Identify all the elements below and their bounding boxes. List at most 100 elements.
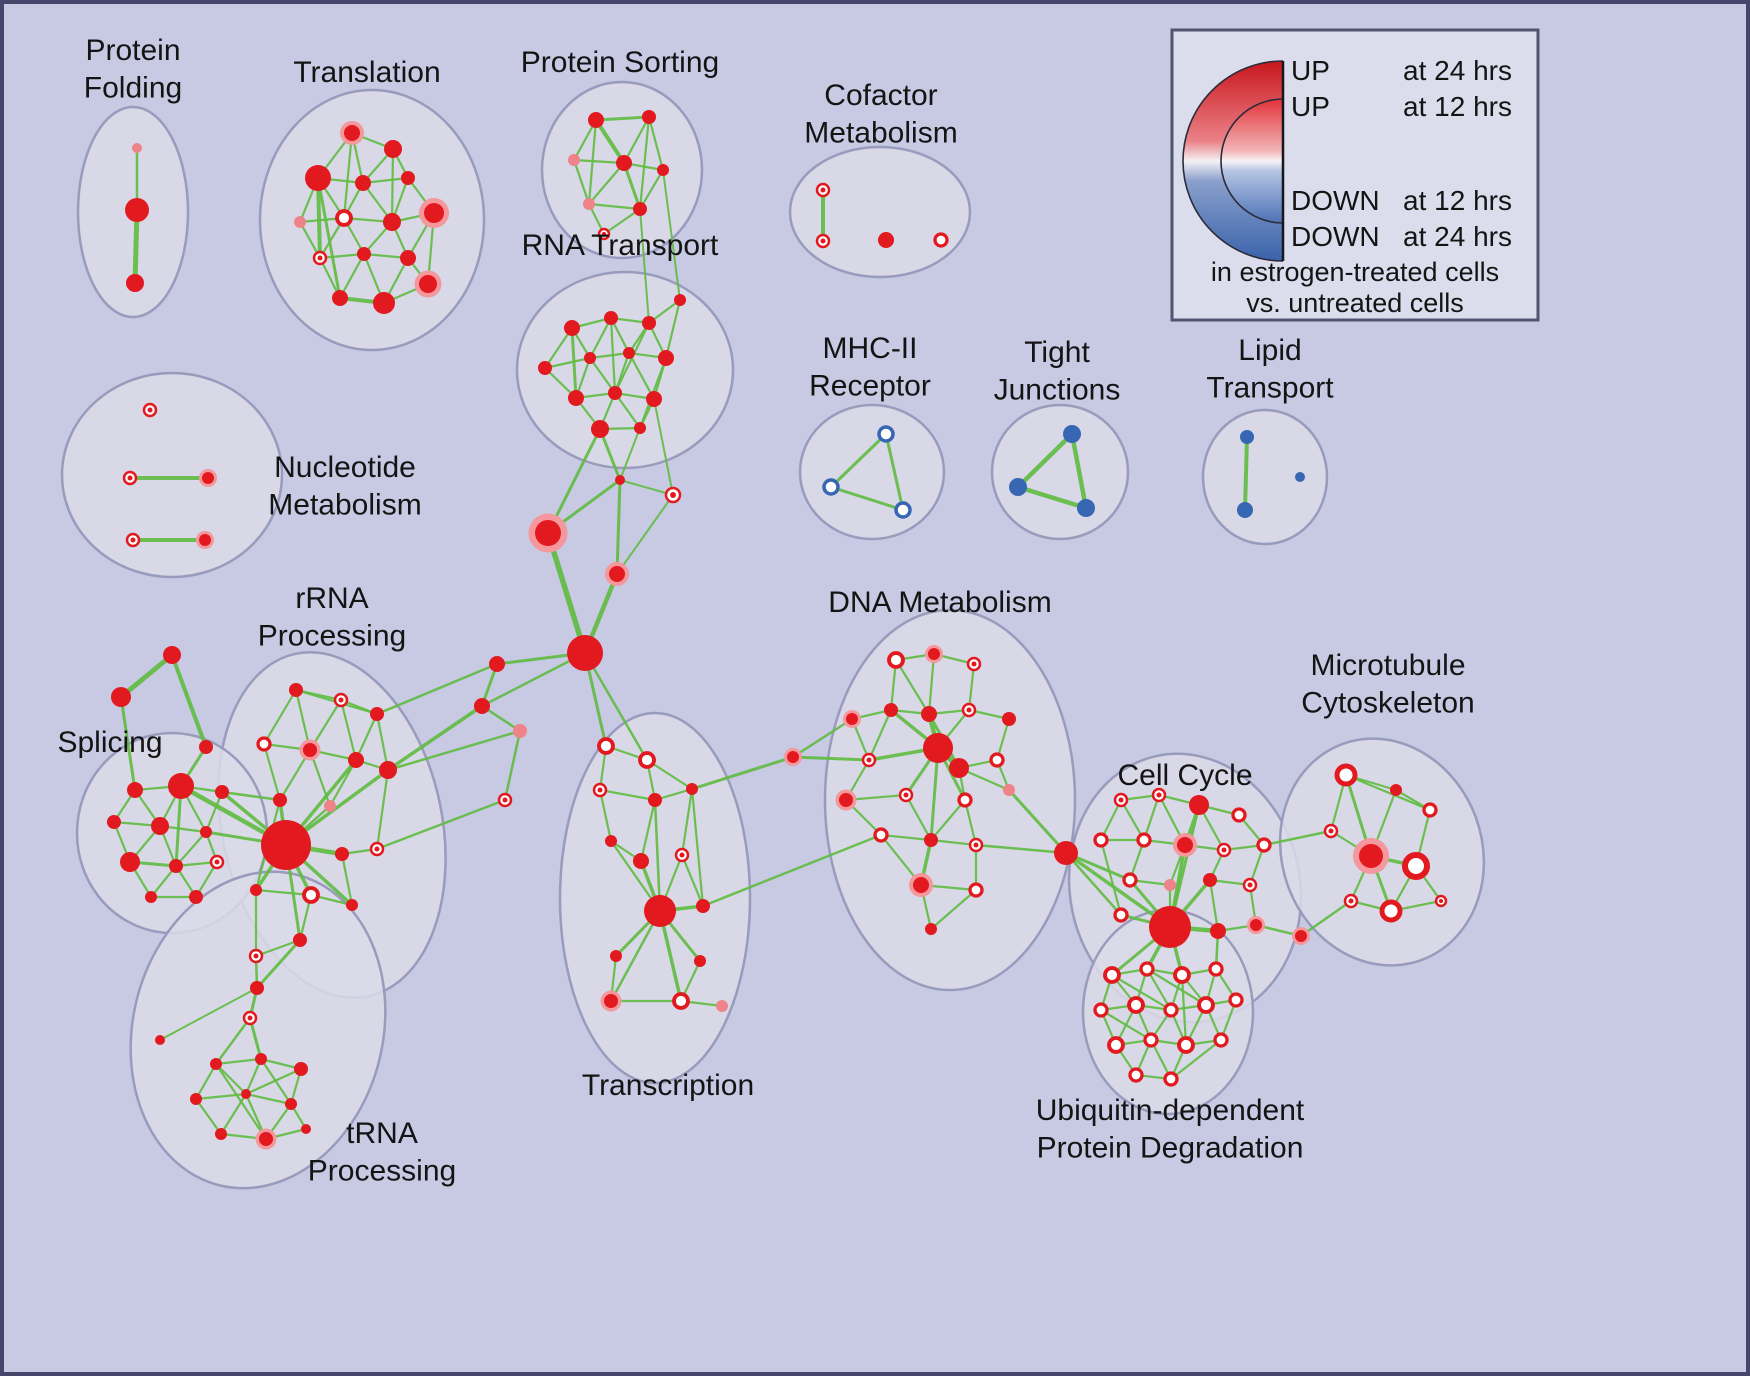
- cluster-cofactor-metabolism: [788, 145, 972, 279]
- label-line: Lipid: [1238, 334, 1301, 367]
- node-rr3: [370, 707, 384, 721]
- edge-tn6-tn8: [244, 1067, 303, 1096]
- node-dot-sp9: [214, 859, 220, 865]
- node-ub10: [1107, 1036, 1125, 1054]
- label-translation: Translation: [293, 56, 440, 89]
- label-rna-transport: RNA Transport: [522, 229, 719, 262]
- node-ub11: [1143, 1032, 1159, 1048]
- edge-dm16-cc10: [1007, 788, 1068, 855]
- node-ub7: [1163, 1002, 1179, 1018]
- node-rt12: [591, 420, 609, 438]
- node-mh1: [877, 425, 895, 443]
- node-tr4: [355, 175, 371, 191]
- node-cc12: [1164, 879, 1176, 891]
- edge-tn7-tn10: [194, 1097, 223, 1136]
- edge-ct7-rr7: [386, 704, 484, 772]
- node-ub12: [1177, 1036, 1195, 1054]
- edge-mh1-mh3: [884, 432, 905, 512]
- node-dot-dm10: [866, 757, 872, 763]
- node-dot-tn3: [247, 1015, 253, 1021]
- node-dot-dm19: [973, 842, 979, 848]
- edge-cc2-cc6: [1142, 793, 1161, 842]
- node-dot-ct9: [502, 797, 508, 803]
- node-nu3: [202, 472, 214, 484]
- node-dot-ct2: [670, 492, 676, 498]
- edge-cc10-cc17: [1064, 851, 1123, 917]
- node-tn8: [241, 1089, 251, 1099]
- node-ps4: [616, 155, 632, 171]
- edge-ps7-rt3: [639, 208, 650, 324]
- edge-dm19-cc10: [974, 843, 1068, 855]
- node-mt6: [1401, 851, 1431, 881]
- node-mh3: [894, 501, 912, 519]
- label-line: Cytoskeleton: [1301, 687, 1474, 720]
- edge-cc1-cc6: [1119, 798, 1146, 842]
- node-tc1: [597, 737, 615, 755]
- edge-ct2-ct4: [616, 494, 674, 575]
- node-rr9: [324, 800, 336, 812]
- node-ub4: [1208, 961, 1224, 977]
- label-line: Folding: [84, 72, 182, 105]
- node-tn5: [255, 1053, 267, 1065]
- node-sp7: [120, 852, 140, 872]
- node-cc7: [1177, 837, 1193, 853]
- edge-rr8-sp3: [220, 790, 282, 802]
- cluster-tight-junctions: [990, 403, 1130, 541]
- edge-tc5-tc10: [690, 787, 705, 908]
- edge-tc9-tc13: [609, 909, 662, 1003]
- node-pf2: [125, 198, 149, 222]
- label-line: Microtubule: [1310, 649, 1465, 682]
- edge-tn4-tn5: [214, 1057, 263, 1066]
- label-line: Receptor: [809, 370, 931, 403]
- node-tr8: [383, 213, 401, 231]
- edge-ub2-ub8: [1145, 967, 1208, 1007]
- edge-ub2-ub7: [1145, 967, 1173, 1012]
- label-line: Metabolism: [804, 117, 957, 150]
- node-tr3: [305, 165, 331, 191]
- edge-ps2-ps5: [647, 115, 665, 172]
- cluster-trna-processing: [129, 870, 387, 1190]
- node-rr5: [303, 743, 317, 757]
- edge-ct9-rr12: [375, 798, 507, 851]
- node-tc14: [672, 992, 690, 1010]
- node-mt1: [1334, 763, 1358, 787]
- node-tr14: [373, 292, 395, 314]
- cluster-mhc-ii-receptor: [798, 403, 946, 541]
- edge-tc5-ct10: [690, 755, 795, 791]
- node-sp11: [189, 890, 203, 904]
- node-cc16: [1210, 923, 1226, 939]
- edge-ps1-ps2: [594, 115, 651, 122]
- edge-ps3-ps6: [572, 158, 591, 206]
- node-tn12: [301, 1124, 311, 1134]
- node-dot-nu4: [130, 537, 136, 543]
- node-lp1: [1240, 430, 1254, 444]
- node-rr16: [293, 933, 307, 947]
- node-cc11: [1122, 872, 1138, 888]
- edge-ct1-ct4: [615, 478, 622, 576]
- edge-tr3-tr13: [316, 176, 342, 300]
- legend-row-time-0: at 24 hrs: [1403, 55, 1512, 86]
- node-cc5: [1093, 832, 1109, 848]
- node-tc13: [604, 994, 618, 1008]
- node-cc6: [1136, 832, 1152, 848]
- node-mt8: [1379, 899, 1403, 923]
- edge-cc10-cc15: [1064, 851, 1172, 929]
- edge-ct10-dm4: [791, 717, 854, 759]
- node-dm17: [873, 827, 889, 843]
- node-tr9: [424, 203, 444, 223]
- cluster-dna-metabolism: [823, 608, 1077, 992]
- edge-dm9-dm18: [929, 746, 940, 842]
- node-tn1: [250, 981, 264, 995]
- label-line: Nucleotide: [274, 451, 416, 484]
- node-nu5: [199, 534, 211, 546]
- label-line: Splicing: [57, 726, 162, 759]
- label-line: Metabolism: [268, 489, 421, 522]
- node-rt7: [623, 347, 635, 359]
- node-tg2: [111, 687, 131, 707]
- edge-cc13-cc16: [1208, 878, 1220, 933]
- label-line: Transcription: [582, 1069, 754, 1102]
- edge-tc4-tc7: [639, 798, 657, 863]
